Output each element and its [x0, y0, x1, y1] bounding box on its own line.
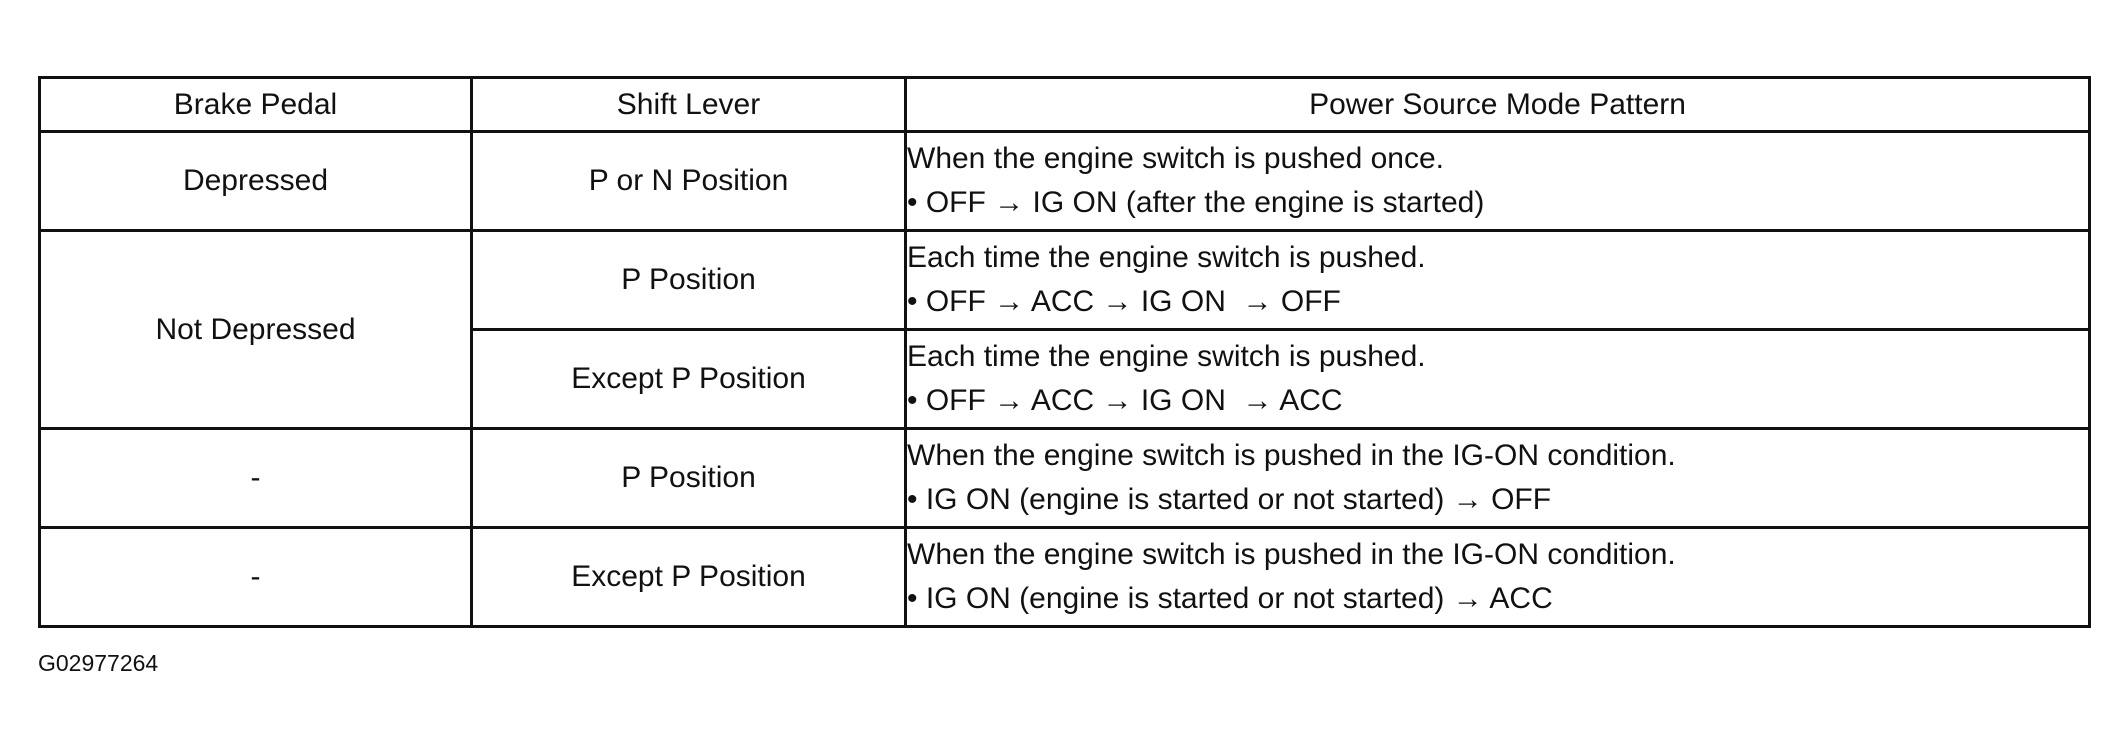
pattern-condition: Each time the engine switch is pushed. [907, 241, 1426, 274]
brake-pedal-cell: Depressed [38, 130, 473, 232]
pattern-condition: When the engine switch is pushed in the … [907, 439, 1676, 472]
table-row: Except P Position Each time the engine s… [40, 328, 2091, 430]
pattern-cell: Each time the engine switch is pushed. •… [904, 229, 2091, 331]
table-header-row: Brake Pedal Shift Lever Power Source Mod… [38, 76, 2091, 133]
power-source-mode-table: Brake Pedal Shift Lever Power Source Mod… [38, 76, 2091, 628]
pattern-cell: Each time the engine switch is pushed. •… [904, 328, 2091, 430]
pattern-condition: Each time the engine switch is pushed. [907, 340, 1426, 373]
header-power-source-mode-pattern: Power Source Mode Pattern [904, 76, 2091, 133]
table-row: Not Depressed P Position Each time the e… [38, 229, 2091, 430]
shift-lever-cell: P Position [470, 229, 907, 331]
brake-pedal-cell: - [38, 427, 473, 529]
pattern-sequence: • OFF → IG ON (after the engine is start… [907, 186, 1485, 219]
header-shift-lever: Shift Lever [470, 76, 907, 133]
shift-lever-cell: P Position [470, 427, 907, 529]
header-brake-pedal: Brake Pedal [38, 76, 473, 133]
pattern-sequence: • OFF → ACC → IG ON → ACC [907, 384, 1343, 417]
table-row: Depressed P or N Position When the engin… [38, 130, 2091, 232]
pattern-cell: When the engine switch is pushed once. •… [904, 130, 2091, 232]
brake-pedal-cell: - [38, 526, 473, 628]
pattern-sequence: • OFF → ACC → IG ON → OFF [907, 285, 1341, 318]
pattern-condition: When the engine switch is pushed once. [907, 142, 1444, 175]
table-row: - P Position When the engine switch is p… [38, 427, 2091, 529]
pattern-cell: When the engine switch is pushed in the … [904, 526, 2091, 628]
pattern-sequence: • IG ON (engine is started or not starte… [907, 582, 1553, 615]
pattern-cell: When the engine switch is pushed in the … [904, 427, 2091, 529]
shift-lever-cell: P or N Position [470, 130, 907, 232]
table-row: - Except P Position When the engine swit… [38, 526, 2091, 628]
pattern-condition: When the engine switch is pushed in the … [907, 538, 1676, 571]
shift-lever-cell: Except P Position [470, 328, 907, 430]
brake-pedal-cell: Not Depressed [38, 229, 473, 430]
pattern-sequence: • IG ON (engine is started or not starte… [907, 483, 1552, 516]
shift-lever-cell: Except P Position [470, 526, 907, 628]
figure-id: G02977264 [38, 650, 159, 676]
